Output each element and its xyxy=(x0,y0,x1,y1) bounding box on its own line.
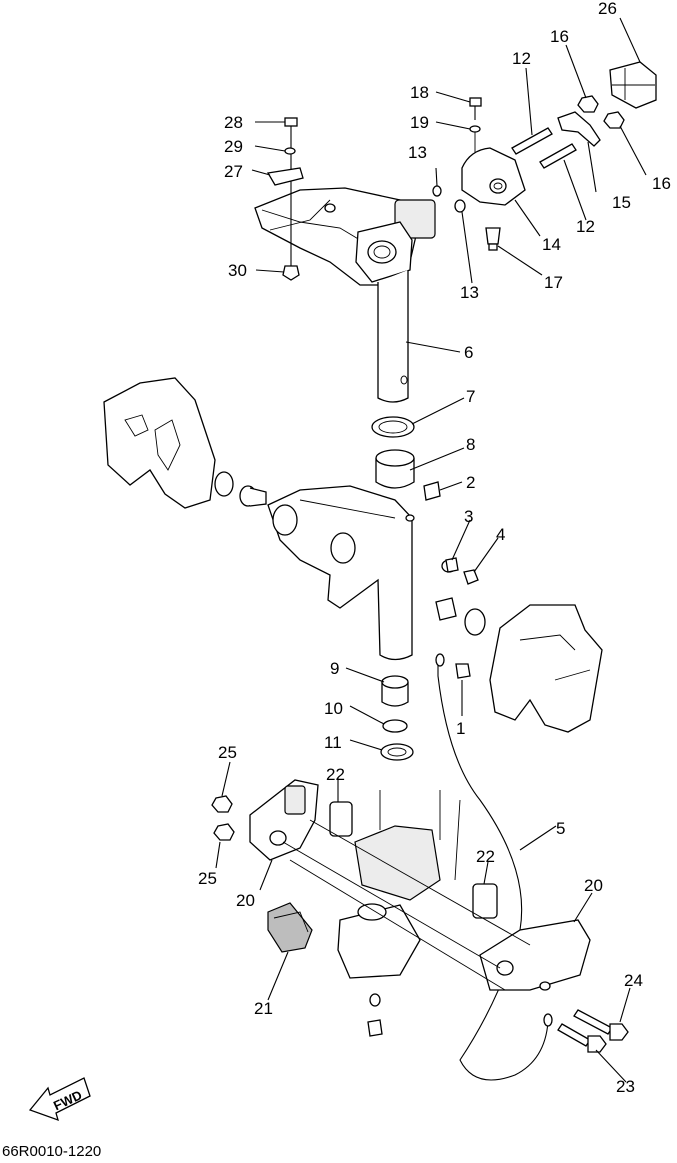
steering-shaft xyxy=(377,270,409,403)
callout-27: 27 xyxy=(224,162,243,181)
mount-bracket-20-left xyxy=(249,779,319,861)
stud-12 xyxy=(511,127,577,169)
rubber-mount-21 xyxy=(267,902,313,953)
callout-15: 15 xyxy=(612,193,631,212)
callout-3: 3 xyxy=(464,507,473,526)
mount-rubber-22a xyxy=(329,801,353,837)
nut-16 xyxy=(577,95,625,129)
thrust-washer-7 xyxy=(371,416,415,438)
callout-11: 11 xyxy=(324,733,342,752)
bolt-1 xyxy=(455,663,471,679)
callout-20b: 20 xyxy=(584,876,603,895)
bolt-24 xyxy=(573,1009,629,1041)
callout-21: 21 xyxy=(254,999,273,1018)
lower-housing xyxy=(337,790,461,979)
bolt-28 xyxy=(266,117,304,281)
callout-25b: 25 xyxy=(198,869,217,888)
nut-25 xyxy=(211,795,235,841)
callout-19: 19 xyxy=(410,113,429,132)
grease-nipple-17 xyxy=(485,227,501,251)
bushing-9 xyxy=(381,675,409,707)
callout-2: 2 xyxy=(466,473,475,492)
leader-lines xyxy=(215,17,647,1083)
mount-rubber-22b xyxy=(472,883,498,919)
plug-3 xyxy=(441,557,459,573)
callout-24: 24 xyxy=(624,971,643,990)
plate-15 xyxy=(557,111,601,147)
block-26 xyxy=(609,61,657,109)
callout-20: 20 xyxy=(236,891,255,910)
diagram-code: 66R0010-1220 xyxy=(2,1143,101,1158)
callout-12b: 12 xyxy=(576,217,595,236)
callout-10: 10 xyxy=(324,699,343,718)
forward-direction-arrow: FWD xyxy=(28,1077,91,1122)
callout-14: 14 xyxy=(542,235,561,254)
seal-11 xyxy=(380,743,414,761)
left-seal xyxy=(214,471,267,507)
screw-4 xyxy=(463,569,479,585)
steering-bracket xyxy=(254,187,436,286)
callout-16b: 16 xyxy=(652,174,671,193)
callout-12: 12 xyxy=(512,49,531,68)
callout-5: 5 xyxy=(556,819,565,838)
callout-17: 17 xyxy=(544,273,563,292)
callout-4: 4 xyxy=(496,525,505,544)
callout-16: 16 xyxy=(550,27,569,46)
callout-18: 18 xyxy=(410,83,429,102)
bracket-plate-left xyxy=(103,377,216,509)
steering-link-14 xyxy=(461,147,526,206)
callout-25: 25 xyxy=(218,743,237,762)
through-rod xyxy=(282,819,531,991)
bolt-18 xyxy=(469,97,482,165)
o-ring-10 xyxy=(382,719,408,733)
bolt-23 xyxy=(557,1023,607,1053)
callout-28: 28 xyxy=(224,113,243,132)
callout-7: 7 xyxy=(466,387,475,406)
callout-29: 29 xyxy=(224,137,243,156)
ground-wire-5 xyxy=(435,653,553,1081)
lower-bolt xyxy=(367,993,383,1037)
right-seal xyxy=(435,597,486,636)
bushing-8 xyxy=(375,449,415,489)
callout-labels: 26 16 12 18 19 28 29 27 13 15 16 12 14 3… xyxy=(198,0,671,1096)
callout-6: 6 xyxy=(464,343,473,362)
callout-9: 9 xyxy=(330,659,339,678)
fwd-label: FWD xyxy=(51,1087,84,1113)
swivel-bracket xyxy=(267,485,415,661)
callout-22: 22 xyxy=(326,765,345,784)
callout-1: 1 xyxy=(456,719,465,738)
callout-30: 30 xyxy=(228,261,247,280)
clip-13 xyxy=(432,185,466,213)
callout-13b: 13 xyxy=(460,283,479,302)
callout-8: 8 xyxy=(466,435,475,454)
bracket-plate-right xyxy=(489,604,603,733)
pad-2 xyxy=(423,481,441,501)
callout-26: 26 xyxy=(598,0,617,18)
callout-23: 23 xyxy=(616,1077,635,1096)
callout-13: 13 xyxy=(408,143,427,162)
callout-22b: 22 xyxy=(476,847,495,866)
mount-bracket-20-right xyxy=(479,919,591,991)
